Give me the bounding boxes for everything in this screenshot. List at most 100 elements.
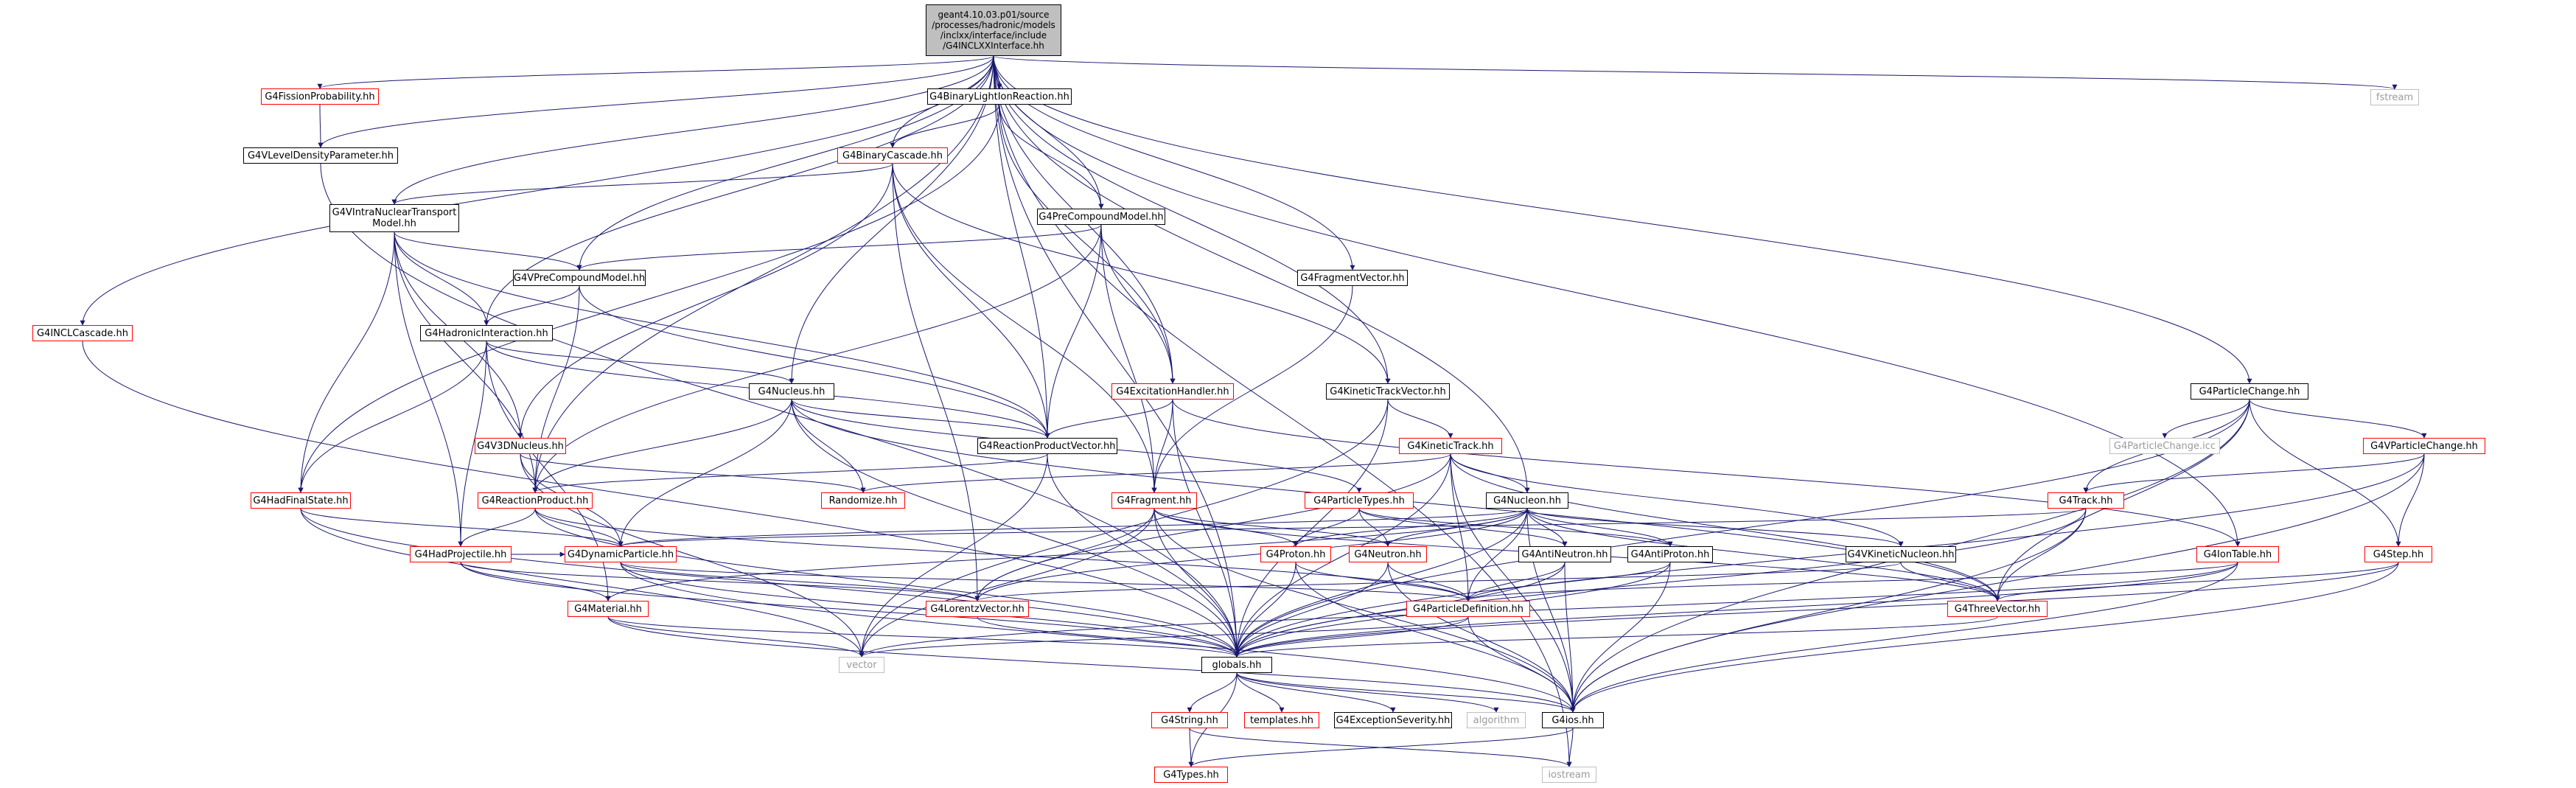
node-g4hadronicinteraction[interactable]: G4HadronicInteraction.hh [420,325,553,341]
node-g4material[interactable]: G4Material.hh [568,601,649,617]
edge-g4kinetictrack-to-g4threevector [1450,453,2000,602]
edge-g4antineutron-to-g4particledefinition [1465,562,1566,602]
edge-root-to-g4fissionprobability [317,55,994,89]
edge-g4iontable-to-g4ios [1570,562,2238,713]
edge-root-to-g4nucleus [789,55,994,384]
node-g4step[interactable]: G4Step.hh [2364,546,2432,562]
edge-g4particlechange-to-g4step [2249,399,2401,547]
node-randomize[interactable]: Randomize.hh [821,492,905,509]
node-g4vprecompoundmodel[interactable]: G4VPreCompoundModel.hh [513,270,646,286]
node-g4threevector[interactable]: G4ThreeVector.hh [1947,601,2048,617]
node-g4inclcascade[interactable]: G4INCLCascade.hh [32,325,133,341]
node-g4vleveldensityparameter[interactable]: G4VLevelDensityParameter.hh [243,147,398,164]
edge-g4excitationhandler-to-g4reactionproductvector [1044,399,1173,439]
edge-g4binarylightionreaction-to-g4binarycascade [890,104,1000,148]
node-g4types[interactable]: G4Types.hh [1154,767,1228,783]
edge-g4kinetictrack-to-randomize [860,453,1451,493]
edge-g4nucleon-to-g4antineutron [1526,508,1568,547]
edge-g4hadfinalstate-to-vector [300,508,865,658]
node-g4fragmentvector[interactable]: G4FragmentVector.hh [1297,270,1408,286]
edge-g4ios-to-iostream [1566,728,1574,767]
edge-g4antineutron-to-g4ios [1564,562,1576,713]
node-g4track[interactable]: G4Track.hh [2048,492,2124,509]
node-g4nucleus[interactable]: G4Nucleus.hh [749,383,834,400]
edge-g4string-to-g4types [1188,728,1194,767]
edge-g4neutron-to-g4ios [1387,562,1576,713]
edge-g4ios-to-g4types [1188,728,1574,767]
node-g4particlechange_icc[interactable]: G4ParticleChange.icc [2109,438,2220,454]
node-g4precompoundmodel[interactable]: G4PreCompoundModel.hh [1037,209,1165,225]
node-g4iontable[interactable]: G4IonTable.hh [2196,546,2279,562]
node-g4particledefinition[interactable]: G4ParticleDefinition.hh [1406,601,1530,617]
edge-g4hadprojectile-to-g4material [460,562,611,602]
edge-g4precompoundmodel-to-g4reactionproductvector [1044,224,1102,439]
edge-globals-to-g4ios [1236,672,1576,713]
node-g4hadprojectile[interactable]: G4HadProjectile.hh [410,546,512,562]
edge-g4iontable-to-vector [859,562,2238,658]
edge-g4reactionproduct-to-globals [534,508,1240,658]
edge-g4precompoundmodel-to-g4reactionproduct [532,224,1102,493]
node-templates[interactable]: templates.hh [1244,712,1319,728]
node-g4v3dnucleus[interactable]: G4V3DNucleus.hh [475,438,566,454]
node-g4reactionproduct[interactable]: G4ReactionProduct.hh [478,492,593,509]
edge-g4vintranucleartransportmodel-to-g4hadprojectile [394,231,464,547]
edge-g4hadfinalstate-to-globals [300,508,1240,658]
edge-g4vintranucleartransportmodel-to-g4hadronicinteraction [394,231,489,326]
node-vector[interactable]: vector [839,657,884,673]
node-iostream[interactable]: iostream [1542,767,1596,783]
node-g4lorentzvector[interactable]: G4LorentzVector.hh [926,601,1029,617]
node-algorithm[interactable]: algorithm [1467,712,1526,728]
edge-g4nucleon-to-g4vkineticnucleon [1526,508,1904,547]
edge-g4iontable-to-g4particledefinition [1465,562,2238,602]
edge-g4v3dnucleus-to-randomize [520,453,866,493]
edge-g4vkineticnucleon-to-g4threevector [1900,562,2000,602]
edge-g4vkineticnucleon-to-g4lorentzvector [974,562,1902,602]
node-g4fissionprobability[interactable]: G4FissionProbability.hh [261,88,379,105]
edge-g4antiproton-to-g4ios [1570,562,1671,713]
node-fstream[interactable]: fstream [2370,89,2419,105]
edge-root-to-g4nucleon [993,55,1530,493]
node-g4kinetictrackvector[interactable]: G4KineticTrackVector.hh [1326,383,1450,400]
node-g4kinetictrack[interactable]: G4KineticTrack.hh [1399,438,1502,454]
node-g4antiproton[interactable]: G4AntiProton.hh [1627,546,1713,562]
node-g4reactionproductvector[interactable]: G4ReactionProductVector.hh [977,438,1117,454]
node-g4hadfinalstate[interactable]: G4HadFinalState.hh [251,492,351,509]
node-g4excitationhandler[interactable]: G4ExcitationHandler.hh [1111,383,1234,400]
node-g4binarylightionreaction[interactable]: G4BinaryLightIonReaction.hh [927,88,1072,105]
edge-g4particlechange-to-globals [1234,399,2250,658]
edge-g4kinetictrack-to-g4ios [1450,453,1576,713]
node-g4particletypes[interactable]: G4ParticleTypes.hh [1305,492,1414,509]
edge-g4nucleus-to-g4reactionproduct [532,399,792,493]
edge-g4kinetictrackvector-to-vector [859,399,1389,658]
node-g4vkineticnucleon[interactable]: G4VKineticNucleon.hh [1846,546,1956,562]
node-g4vintranucleartransportmodel[interactable]: G4VIntraNuclearTransport Model.hh [329,204,459,232]
node-g4string[interactable]: G4String.hh [1151,712,1228,728]
node-g4dynamicparticle[interactable]: G4DynamicParticle.hh [565,546,677,562]
edge-g4iontable-to-globals [1234,562,2238,658]
node-g4particlechange[interactable]: G4ParticleChange.hh [2191,383,2308,400]
node-root[interactable]: geant4.10.03.p01/source /processes/hadro… [926,4,1061,56]
node-g4exceptionseverity[interactable]: G4ExceptionSeverity.hh [1334,712,1452,728]
edge-g4nucleon-to-g4material [605,508,1528,602]
edge-g4hadfinalstate-to-g4dynamicparticle [300,508,624,547]
node-g4proton[interactable]: G4Proton.hh [1260,546,1331,562]
edge-g4step-to-g4ios [1570,562,2399,713]
edge-g4material-to-g4ios [607,616,1576,713]
edge-g4nucleon-to-g4dynamicparticle [618,508,1528,547]
node-g4neutron[interactable]: G4Neutron.hh [1349,546,1427,562]
edge-g4reactionproductvector-to-g4reactionproduct [532,453,1048,493]
node-g4fragment[interactable]: G4Fragment.hh [1111,492,1197,509]
edge-g4v3dnucleus-to-vector [520,453,865,658]
node-g4vparticlechange[interactable]: G4VParticleChange.hh [2363,438,2485,454]
edge-root-to-g4iontable [993,55,2241,547]
node-g4binarycascade[interactable]: G4BinaryCascade.hh [837,147,948,164]
node-g4antineutron[interactable]: G4AntiNeutron.hh [1518,546,1611,562]
edge-root-to-g4reactionproductvector [993,55,1050,439]
edge-g4vparticlechange-to-g4step [2395,453,2425,547]
edge-g4fragment-to-g4neutron [1153,508,1391,547]
node-g4nucleon[interactable]: G4Nucleon.hh [1486,492,1568,509]
edge-g4nucleus-to-g4reactionproductvector [791,399,1050,439]
node-globals[interactable]: globals.hh [1201,657,1272,673]
node-g4ios[interactable]: G4ios.hh [1542,712,1604,728]
